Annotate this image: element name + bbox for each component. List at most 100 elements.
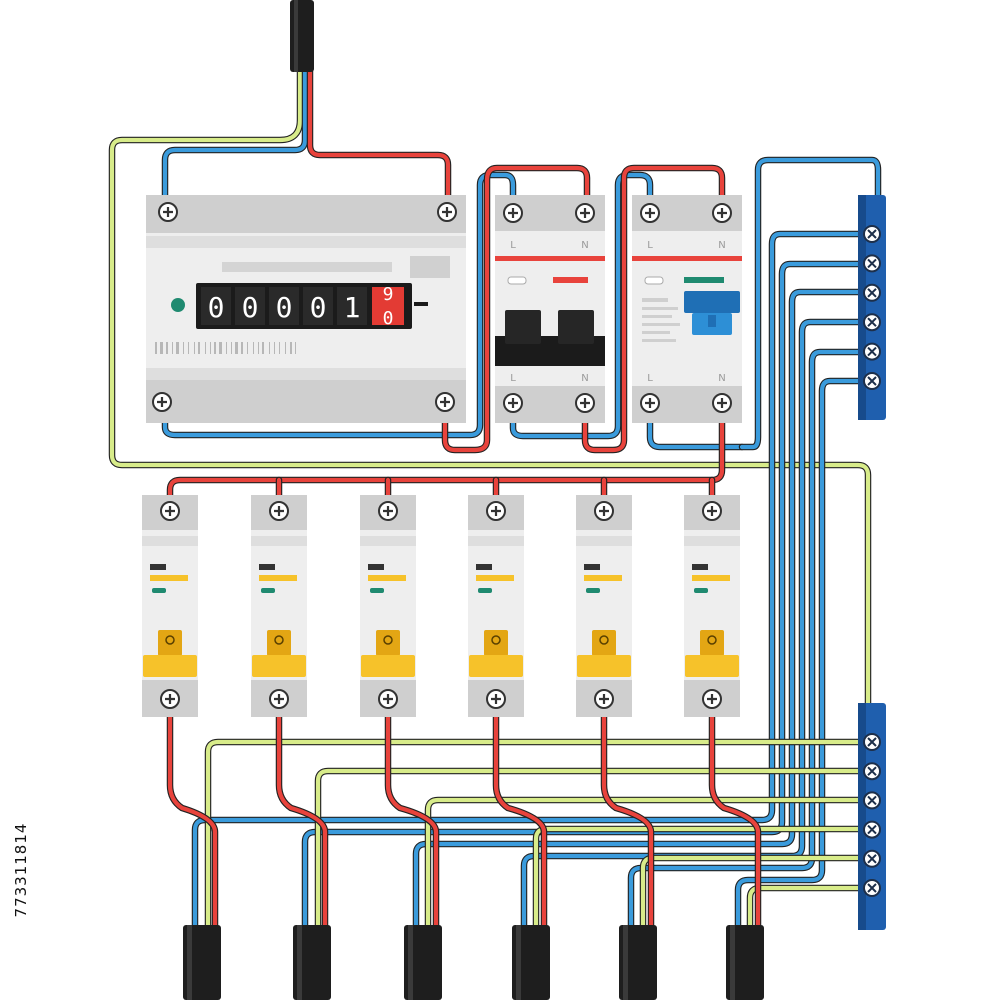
main-neutral-wire [162,67,308,201]
neutral-bus-bar-terminal-3 [863,283,881,302]
main-breaker-top-left-terminal-label: L [510,240,516,251]
branch-phase-wire-6 [709,712,761,933]
branch-breaker-screw-top [377,500,399,522]
neutral-bus-bar-terminal-1 [863,225,881,243]
branch-breaker-toggle-3[interactable] [361,630,415,677]
ground-bus-bar-terminal-1 [863,733,881,751]
outgoing-cable-1 [183,925,221,1000]
neutral-bar-feed [739,157,881,450]
rcd-bottom-right-terminal-label: N [718,373,725,384]
rcd-screw-top-left [639,202,661,224]
branch-ground-wire-6-outline [746,884,872,934]
meter-barcode [155,342,296,354]
branch-breakers [142,495,740,717]
branch-breaker-toggle-2[interactable] [252,630,306,677]
branch-breaker-1 [142,495,198,717]
neutral-bus-bar-terminal-5 [863,342,881,361]
branch-breaker-screw-bottom [701,688,723,710]
branch-breaker-5 [576,495,632,717]
rcd-neutral-output-outline [646,416,746,451]
main-ground-wire [109,67,871,708]
counter-digit: 0 [310,291,327,324]
branch-breaker-screw-top [268,500,290,522]
branch-breaker-screw-top [159,500,181,522]
ground-bus-bar-terminal-5 [863,849,881,868]
outgoing-cable-2 [293,925,331,1000]
branch-breaker-6 [684,495,740,717]
branch-ground-wire-1 [205,739,871,933]
meter-to-breaker-phase [442,165,590,453]
main-breaker-toggle-right[interactable] [558,310,594,344]
counter-digit: 0 [276,291,293,324]
main-breaker-screw-bottom-left [502,392,524,414]
meter-to-breaker-neutral [162,172,516,438]
neutral-bus-bar-terminal-4 [863,313,881,332]
branch-breaker-screw-top [701,500,723,522]
meter-rolling-digit: 9 0 [372,284,404,329]
neutral-bus-bar-terminal-2 [863,254,881,273]
rcd-phase-busline [167,417,725,501]
rcd-toggle[interactable] [684,291,740,335]
rcd-screw-bottom-left [639,392,661,414]
meter-screw-top-left [157,201,179,223]
branch-neutral-wire-3 [413,289,873,933]
outgoing-cable-6 [726,925,764,1000]
counter-digit-cell [337,287,367,325]
breaker-to-rcd-neutral [510,172,653,439]
main-breaker-screw-top-left [502,202,524,224]
branch-neutral-wire-1 [192,231,873,933]
branch-breaker-screw-bottom [377,688,399,710]
outgoing-cable-4 [512,925,550,1000]
main-phase-wire-outline [306,66,452,202]
branch-breaker-screw-bottom [593,688,615,710]
rcd-screw-top-right [711,202,733,224]
ground-bus-bar-terminal-6 [863,879,881,897]
rcd-bottom-left-terminal-label: L [647,373,653,384]
branch-breaker-toggle-4[interactable] [469,630,523,677]
meter-screw-top-right [436,201,458,223]
branch-breaker-toggle-1[interactable] [143,630,197,677]
meter-screw-bottom-left [151,391,173,413]
rcd-neutral-output [647,417,745,450]
branch-ground-wire-2-outline [314,767,872,934]
counter-digit-cell [303,287,333,325]
main-breaker-screw-bottom-right [574,392,596,414]
rcd-screw-bottom-right [711,392,733,414]
branch-neutral-wire-5 [628,349,873,933]
ground-bus-bar-terminal-4 [863,820,881,839]
ground-bus-bar-terminal-2 [863,762,881,781]
rcd-spec-text-lines [642,298,680,342]
branch-breaker-2 [251,495,307,717]
branch-breaker-toggle-5[interactable] [577,630,631,677]
bus-bars [858,195,886,930]
wiring [108,66,882,934]
stock-id-text: 773311814 [12,822,30,918]
branch-ground-wire-2 [315,768,871,933]
counter-digit: 0 [208,291,225,324]
meter-indicator-led [171,298,185,312]
branch-breaker-toggle-6[interactable] [685,630,739,677]
meter-screw-bottom-right [434,391,456,413]
branch-phase-wire-3 [385,712,439,933]
main-breaker-toggle-left[interactable] [505,310,541,344]
outgoing-cable-5 [619,925,657,1000]
neutral-bus-bar [858,195,886,420]
neutral-bus-bar-terminal-6 [863,372,881,390]
rcd-top-right-terminal-label: N [718,240,725,251]
outgoing-cables [183,925,764,1000]
counter-digit: 1 [344,291,361,324]
main-neutral-wire-outline [161,66,309,202]
branch-neutral-wire-4 [521,319,873,933]
counter-digit-cell [235,287,265,325]
rolling-digit-bottom: 0 [383,308,394,329]
main-breaker: L N L N [495,195,605,423]
branch-phase-wire-5 [601,712,654,933]
branch-breaker-screw-bottom [159,688,181,710]
breaker-to-rcd-phase [582,165,725,453]
branch-phase-wire-4 [493,712,547,933]
branch-breaker-3 [360,495,416,717]
main-breaker-top-right-terminal-label: N [581,240,588,251]
